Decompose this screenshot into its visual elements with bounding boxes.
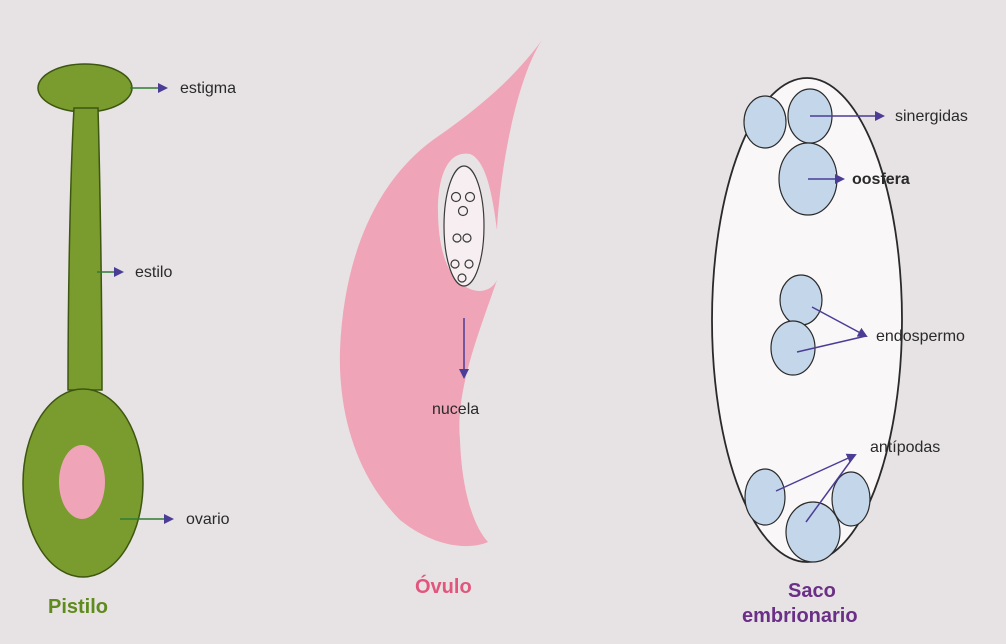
pistil-title: Pistilo	[48, 596, 108, 618]
ovule-figure: nucela Óvulo	[340, 40, 542, 598]
antipodal-cell	[832, 472, 870, 526]
nucellus-label: nucela	[432, 401, 479, 418]
ovary-label: ovario	[186, 511, 230, 528]
embryo-sac-title-line2: embrionario	[742, 605, 858, 627]
ovule-shape	[340, 40, 542, 546]
antipodal-cell	[786, 502, 840, 562]
style-shape	[68, 108, 102, 390]
embryo-sac-figure: sinergidas oosfera endospermo antípodas …	[712, 78, 968, 627]
ovule-in-ovary	[59, 445, 105, 519]
embryo-sac-title-line1: Saco	[788, 580, 836, 602]
antipodal-cell	[745, 469, 785, 525]
pistil-figure: estigma estilo ovario Pistilo	[23, 64, 236, 618]
ovule-embryo-sac	[444, 166, 484, 286]
polar-nucleus	[771, 321, 815, 375]
endosperm-label: endospermo	[876, 328, 965, 345]
antipodals-label: antípodas	[870, 439, 940, 456]
stigma-shape	[38, 64, 132, 112]
egg-cell-label: oosfera	[852, 171, 910, 188]
style-label: estilo	[135, 264, 172, 281]
stigma-label: estigma	[180, 80, 236, 97]
ovule-title: Óvulo	[415, 574, 472, 598]
synergid-cell	[744, 96, 786, 148]
polar-nucleus	[780, 275, 822, 325]
synergids-label: sinergidas	[895, 108, 968, 125]
